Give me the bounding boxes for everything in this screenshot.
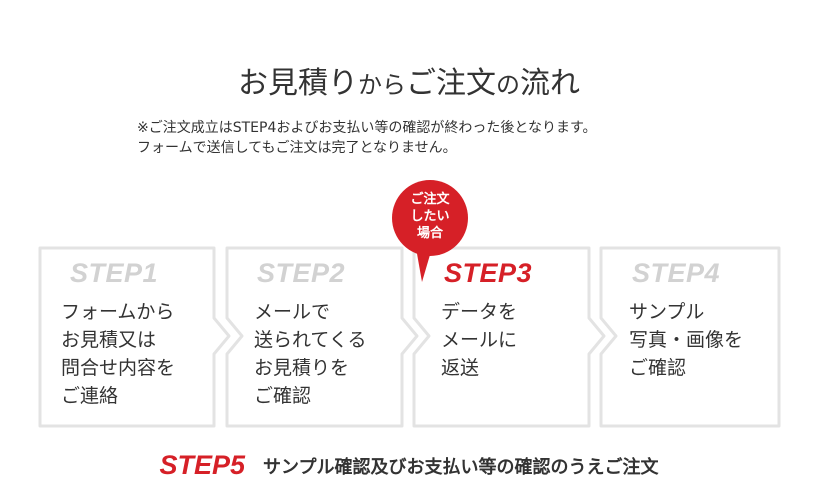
step2-line: 送られてくる xyxy=(254,329,367,351)
step4-line: 写真・画像を xyxy=(629,329,744,351)
step1-box xyxy=(38,246,231,428)
step5-text: サンプル確認及びお支払い等の確認のうえご注文 xyxy=(263,456,659,478)
step1-title: STEP1 xyxy=(70,258,159,288)
note-line: フォームで送信してもご注文は完了となりません。 xyxy=(137,140,457,156)
step1-line: 問合せ内容を xyxy=(61,357,176,379)
title-part-from: から xyxy=(358,71,406,99)
step3-title: STEP3 xyxy=(444,258,533,288)
step3-text: データを メールに 返送 xyxy=(441,298,517,382)
badge-line: ご注文 xyxy=(410,192,450,207)
step1-line: お見積又は xyxy=(61,329,157,351)
page-title: お見積りからご注文の流れ xyxy=(0,58,818,102)
step2-box xyxy=(225,246,419,428)
step3-line: データを xyxy=(441,301,518,323)
step4-text: サンプル 写真・画像を ご確認 xyxy=(629,298,743,382)
notes: ※ご注文成立はSTEP4およびお支払い等の確認が終わった後となります。 フォーム… xyxy=(137,118,597,158)
step1-line: フォームから xyxy=(61,301,175,323)
step3-line: メールに xyxy=(441,329,518,351)
step2-title: STEP2 xyxy=(257,258,346,288)
step4-title: STEP4 xyxy=(632,258,721,288)
step2-line: お見積りを xyxy=(254,357,350,379)
title-part-no: の xyxy=(496,71,520,99)
step1-line: ご連絡 xyxy=(61,385,119,407)
step4-line: ご確認 xyxy=(629,357,687,379)
order-badge: ご注文 したい 場合 xyxy=(392,191,468,242)
badge-pointer xyxy=(416,248,432,282)
title-part-flow: 流れ xyxy=(520,66,580,101)
badge-line: 場合 xyxy=(416,226,443,241)
step5-row: STEP5 サンプル確認及びお支払い等の確認のうえご注文 xyxy=(0,450,818,481)
badge-circle xyxy=(392,180,468,256)
step5-label: STEP5 xyxy=(159,450,246,480)
step2-text: メールで 送られてくる お見積りを ご確認 xyxy=(254,298,366,410)
badge-line: したい xyxy=(410,209,450,224)
step3-box xyxy=(412,246,606,428)
step4-line: サンプル xyxy=(629,301,705,323)
step1-text: フォームから お見積又は 問合せ内容を ご連絡 xyxy=(61,298,175,410)
step2-line: メールで xyxy=(254,301,331,323)
title-part-estimate: お見積り xyxy=(238,66,358,101)
step3-line: 返送 xyxy=(441,357,480,379)
note-line: ※ご注文成立はSTEP4およびお支払い等の確認が終わった後となります。 xyxy=(137,120,597,136)
title-part-order: ご注文 xyxy=(406,66,496,101)
step4-box xyxy=(599,246,781,428)
step2-line: ご確認 xyxy=(254,385,312,407)
